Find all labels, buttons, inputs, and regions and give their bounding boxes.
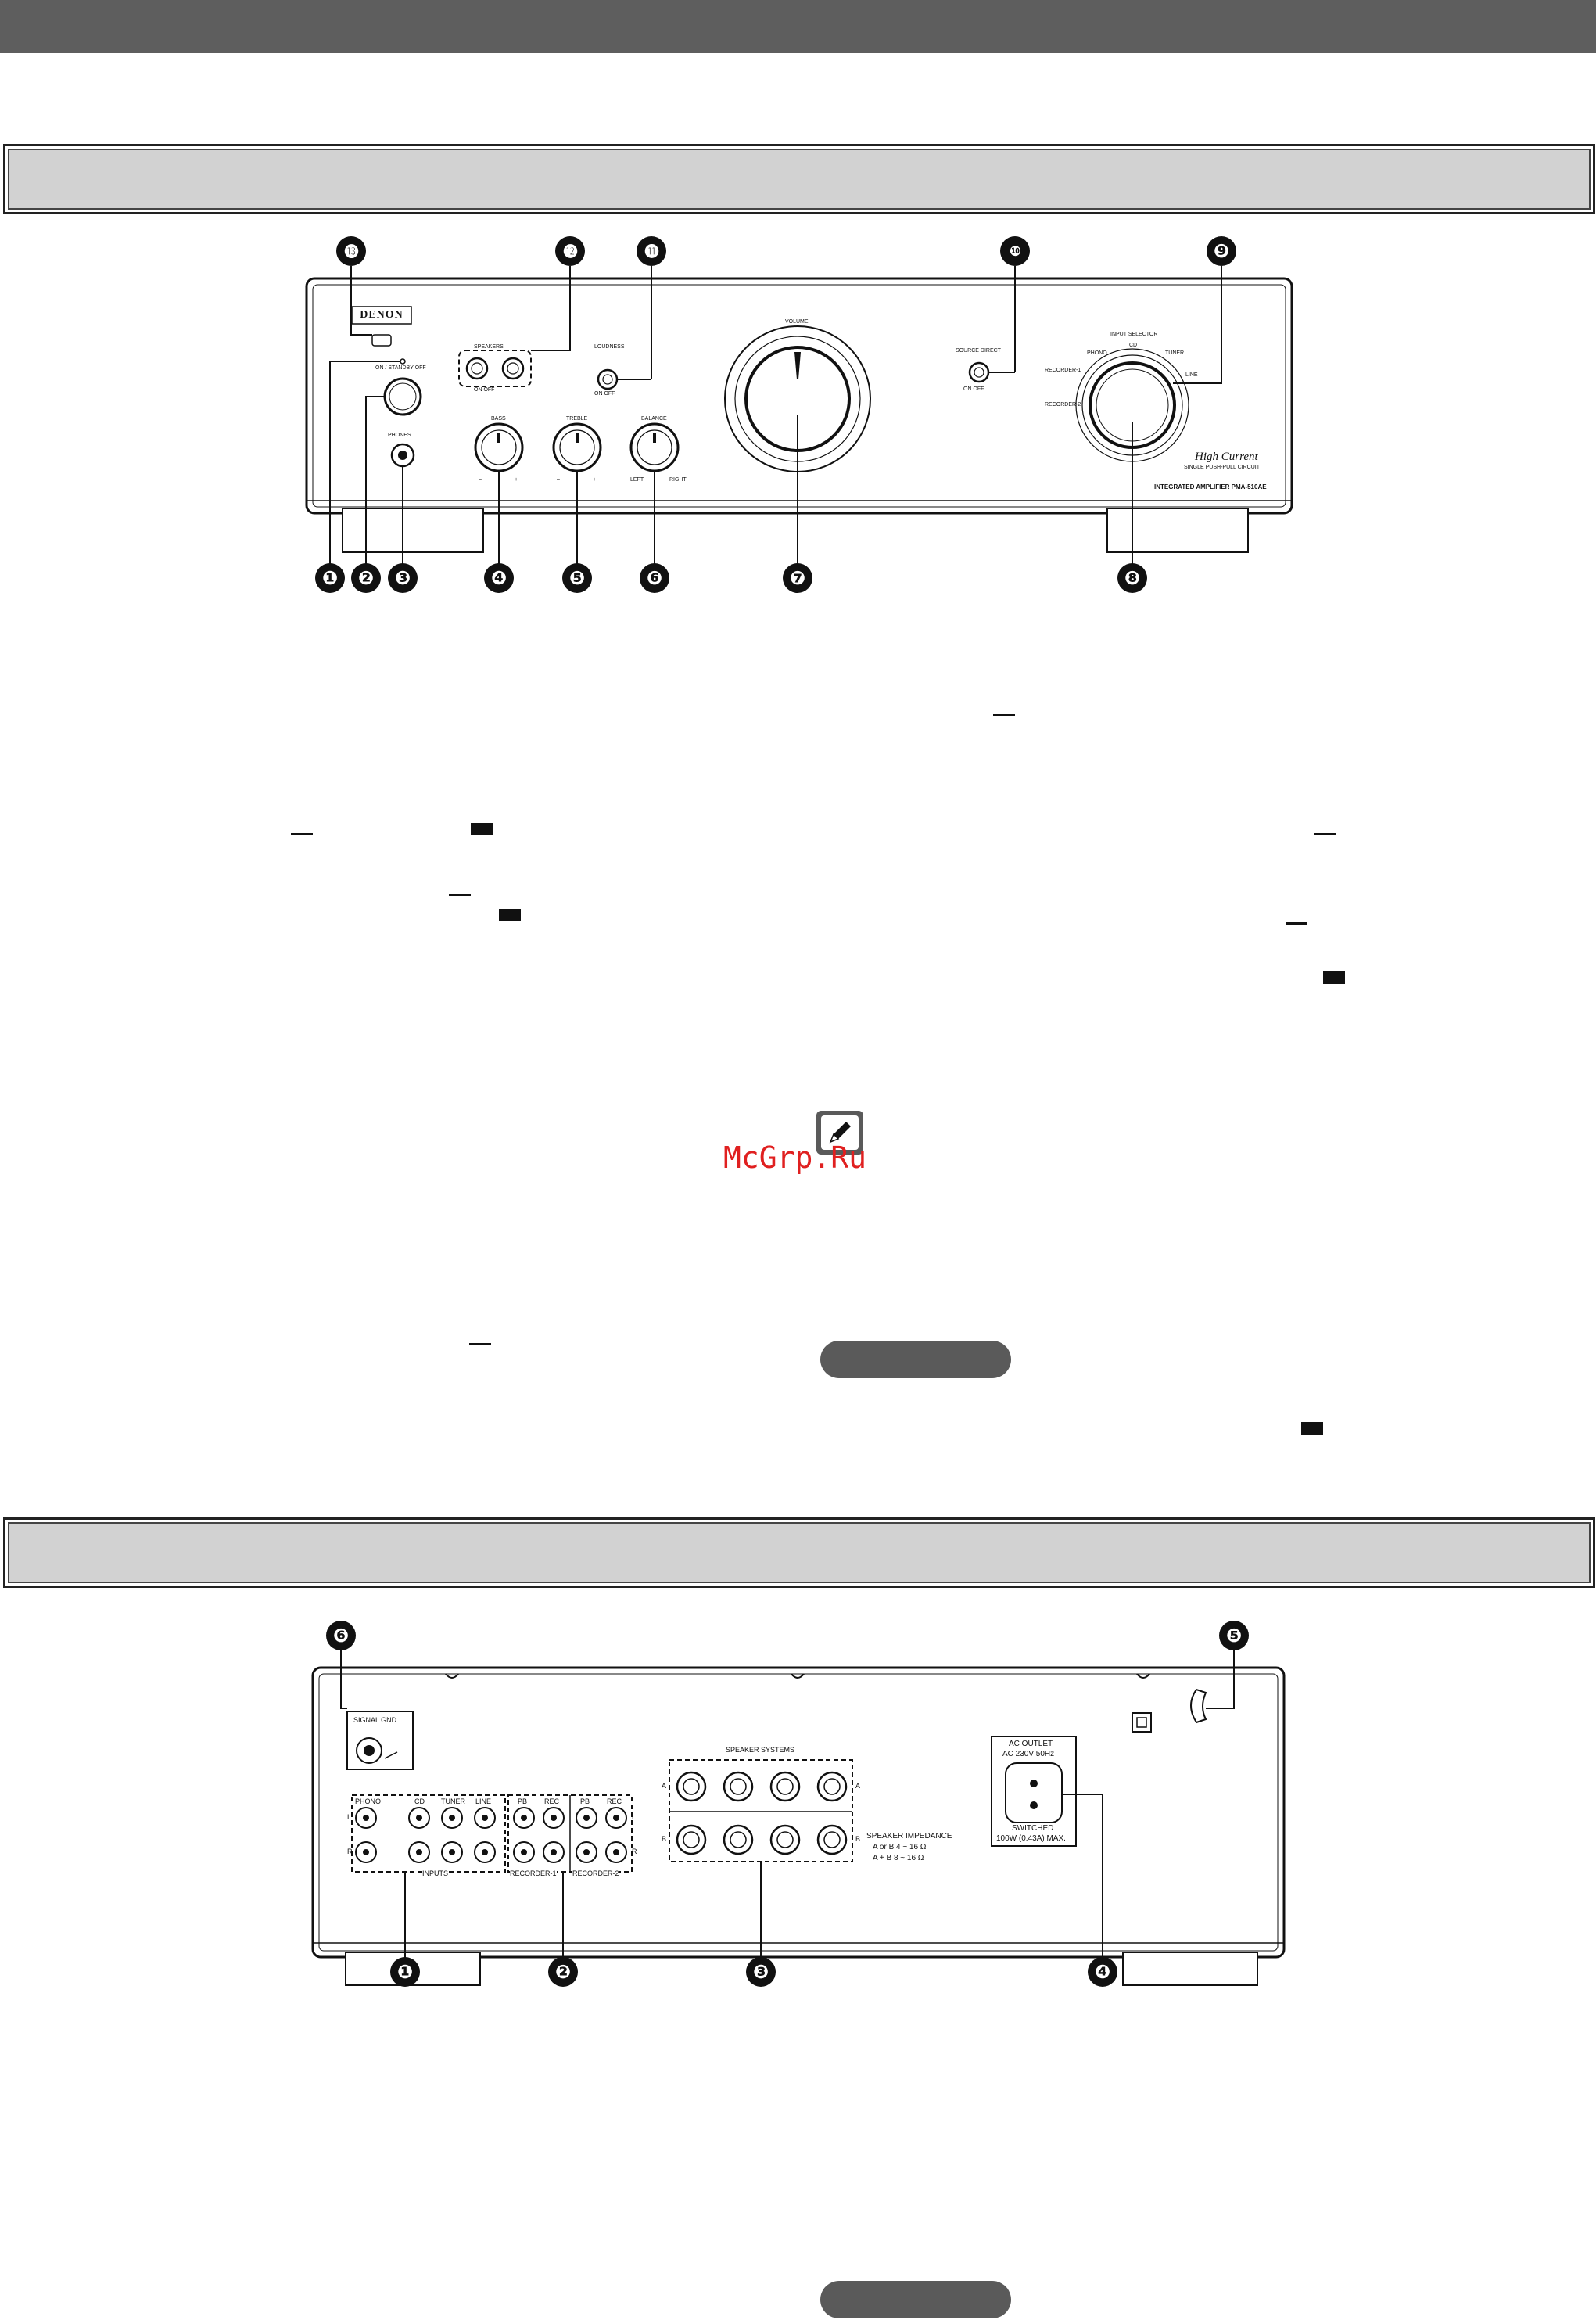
- button-pressed-icon: [499, 909, 521, 921]
- channel-l-label: L: [347, 1813, 352, 1821]
- rec1-header-rec: REC: [544, 1797, 560, 1805]
- bass-plus: +: [515, 477, 518, 483]
- speaker-systems-label: SPEAKER SYSTEMS: [726, 1746, 795, 1754]
- rear-panel-drawing: [311, 1643, 1286, 1986]
- rear-callout-2: ❷: [548, 1957, 578, 1987]
- input-tuner: TUNER: [1165, 350, 1185, 356]
- treble-plus: +: [593, 477, 597, 483]
- callout-13: ⓭: [336, 236, 366, 266]
- button-released-icon: [449, 890, 471, 896]
- loudness-onoff-label: ON OFF: [594, 391, 615, 397]
- button-released-icon: [1286, 918, 1307, 925]
- button-released-icon: [291, 829, 313, 835]
- source-direct-onoff: ON OFF: [963, 386, 984, 392]
- input-selector-label: INPUT SELECTOR: [1110, 332, 1158, 337]
- treble-label: TREBLE: [566, 416, 588, 422]
- input-recorder1: RECORDER-1: [1045, 368, 1081, 373]
- callout-12: ⓬: [555, 236, 585, 266]
- speakers-label: SPEAKERS: [474, 344, 504, 350]
- speaker-a-label-right: A: [855, 1782, 861, 1790]
- treble-minus: –: [557, 477, 560, 483]
- input-cd: CD: [1129, 343, 1138, 348]
- balance-right: RIGHT: [669, 477, 687, 483]
- speakers-onoff-label: ON OFF: [474, 387, 495, 393]
- front-panel-drawing: [305, 266, 1293, 579]
- impedance-title: SPEAKER IMPEDANCE: [866, 1832, 952, 1841]
- rear-callout-1: ❶: [390, 1957, 420, 1987]
- high-current-logo: High Current: [1195, 451, 1258, 463]
- rec2-header-rec: REC: [607, 1797, 622, 1805]
- rear-callout-5: ❺: [1219, 1621, 1249, 1650]
- inputs-label: INPUTS: [422, 1869, 449, 1877]
- section-header-front-panel: [3, 144, 1595, 214]
- channel-r-label-right: R: [632, 1848, 637, 1855]
- button-pressed-icon: [1323, 971, 1345, 984]
- callout-5: ❺: [562, 563, 592, 593]
- rear-callout-6: ❻: [326, 1621, 356, 1650]
- phones-label: PHONES: [388, 433, 411, 438]
- impedance-row2: A + B 8 ~ 16 Ω: [873, 1854, 924, 1862]
- callout-6: ❻: [640, 563, 669, 593]
- callout-10: ❿: [1000, 236, 1030, 266]
- input-line: LINE: [1185, 372, 1198, 378]
- balance-left: LEFT: [630, 477, 644, 483]
- button-released-icon: [469, 1339, 491, 1345]
- button-pressed-icon: [1301, 1422, 1323, 1435]
- balance-label: BALANCE: [641, 416, 667, 422]
- rear-panel-figure: SIGNAL GND PHONO CD TUNER LINE PB REC PB…: [297, 1611, 1314, 1995]
- callout-9: ❾: [1207, 236, 1236, 266]
- page-number-pill: [820, 2281, 1011, 2318]
- input-phono: PHONO: [1087, 350, 1107, 356]
- callout-2: ❷: [351, 563, 381, 593]
- volume-label: VOLUME: [785, 319, 809, 325]
- switched-spec: 100W (0.43A) MAX.: [996, 1834, 1066, 1843]
- bass-label: BASS: [491, 416, 506, 422]
- page-tab-pill: [820, 1341, 1011, 1378]
- speaker-b-label: B: [662, 1835, 667, 1843]
- bass-minus: –: [479, 477, 482, 483]
- channel-l-label-right: L: [632, 1813, 637, 1821]
- ac-outlet-title: AC OUTLET: [1009, 1740, 1053, 1748]
- callout-7: ❼: [783, 563, 812, 593]
- callout-1: ❶: [315, 563, 345, 593]
- button-released-icon: [1314, 829, 1336, 835]
- input-recorder2: RECORDER-2: [1045, 402, 1081, 408]
- watermark: McGrp.Ru: [723, 1140, 867, 1175]
- page-header-bar: [0, 0, 1596, 53]
- signal-gnd-label: SIGNAL GND: [353, 1716, 397, 1724]
- inputs-header-line: LINE: [475, 1797, 492, 1805]
- circuit-label: SINGLE PUSH-PULL CIRCUIT: [1184, 465, 1260, 470]
- rec1-header-pb: PB: [518, 1797, 528, 1805]
- callout-3: ❸: [388, 563, 418, 593]
- brand-logo: DENON: [360, 309, 403, 321]
- ac-outlet-spec: AC 230V 50Hz: [1002, 1750, 1055, 1758]
- recorder1-label: RECORDER-1: [510, 1869, 557, 1877]
- recorder2-label: RECORDER-2: [572, 1869, 619, 1877]
- note-pencil-icon: [816, 1111, 863, 1155]
- rec2-header-pb: PB: [580, 1797, 590, 1805]
- impedance-row1: A or B 4 ~ 16 Ω: [873, 1843, 927, 1851]
- loudness-label: LOUDNESS: [594, 344, 625, 350]
- inputs-header-tuner: TUNER: [441, 1797, 465, 1805]
- switched-label: SWITCHED: [1012, 1824, 1054, 1833]
- source-direct-label: SOURCE DIRECT: [956, 348, 1001, 354]
- inputs-header-phono: PHONO: [355, 1797, 382, 1805]
- channel-r-label: R: [347, 1848, 353, 1855]
- rear-callout-4: ❹: [1088, 1957, 1117, 1987]
- speaker-b-label-right: B: [855, 1835, 861, 1843]
- power-switch-label: ON / STANDBY OFF: [375, 365, 426, 371]
- button-pressed-icon: [471, 823, 493, 835]
- front-panel-figure: DENON ON / STANDBY OFF PHONES SPEAKERS O…: [297, 235, 1314, 602]
- speaker-a-label: A: [662, 1782, 667, 1790]
- callout-4: ❹: [484, 563, 514, 593]
- callout-11: ⓫: [637, 236, 666, 266]
- button-released-icon: [993, 710, 1015, 716]
- section-header-rear-panel: [3, 1517, 1595, 1588]
- inputs-header-cd: CD: [414, 1797, 425, 1805]
- rear-callout-3: ❸: [746, 1957, 776, 1987]
- model-label: INTEGRATED AMPLIFIER PMA-510AE: [1154, 483, 1267, 490]
- callout-8: ❽: [1117, 563, 1147, 593]
